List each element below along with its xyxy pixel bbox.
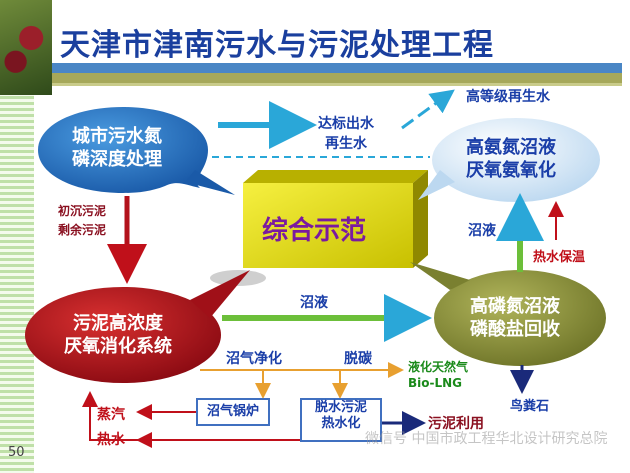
high-grade-water-label: 高等级再生水 <box>466 89 550 105</box>
center-box-label: 综合示范 <box>262 216 367 246</box>
primary-sludge-line2: 剩余污泥 <box>58 223 107 238</box>
digestion-label: 污泥高浓度 厌氧消化系统 <box>64 312 172 359</box>
title-underline-olive-thin <box>52 83 622 86</box>
biogas-purification-label: 沼气净化 <box>226 351 282 367</box>
watermark: 微信号 中国市政工程华北设计研究总院 <box>365 431 608 447</box>
lng-line1: 液化天然气 <box>408 360 469 374</box>
dewatering-line2: 热水化 <box>321 416 361 432</box>
reclaimed-water-line1: 达标出水 <box>318 116 374 132</box>
lng-line2: Bio-LNG <box>408 376 463 391</box>
anammox-label: 高氨氮沼液 厌氧氨氧化 <box>466 136 556 183</box>
hot-water-insulation-label: 热水保温 <box>533 250 586 265</box>
biogas-slurry-label-2: 沼液 <box>468 223 496 239</box>
bubble-digestion <box>25 270 250 383</box>
urban-wastewater-label: 城市污水氮 磷深度处理 <box>72 125 162 172</box>
decarbonization-label: 脱碳 <box>344 351 372 367</box>
digestion-line1: 污泥高浓度 <box>73 313 163 334</box>
primary-sludge-line1: 初沉污泥 <box>58 204 107 218</box>
reclaimed-water-line2: 再生水 <box>325 136 367 152</box>
struvite-label: 鸟粪石 <box>510 399 550 414</box>
phosphate-line2: 磷酸盐回收 <box>470 319 560 341</box>
berry-photo <box>0 0 52 95</box>
phosphate-line1: 高磷氮沼液 <box>470 296 560 317</box>
arrow-high-grade-water <box>401 89 455 130</box>
bubble-urban-wastewater <box>38 107 235 195</box>
steam-label: 蒸汽 <box>97 407 125 423</box>
hot-water-label: 热水 <box>97 432 125 448</box>
urban-wastewater-line1: 城市污水氮 <box>72 126 162 147</box>
title-underline-olive <box>52 73 622 83</box>
anammox-line2: 厌氧氨氧化 <box>466 160 556 182</box>
title-underline-blue <box>52 63 622 73</box>
bubble-anammox <box>418 118 600 202</box>
anammox-line1: 高氨氮沼液 <box>466 137 556 158</box>
lng-label: 液化天然气 Bio-LNG <box>408 359 468 391</box>
biogas-boiler-box: 沼气锅炉 <box>196 398 270 426</box>
phosphate-label: 高磷氮沼液 磷酸盐回收 <box>470 295 560 342</box>
bubble-phosphate <box>410 262 606 366</box>
biogas-slurry-label-1: 沼液 <box>300 295 328 311</box>
reclaimed-water-label: 达标出水 再生水 <box>318 113 374 153</box>
dewatering-line1: 脱水污泥 <box>314 400 367 415</box>
primary-sludge-label: 初沉污泥 剩余污泥 <box>58 202 106 240</box>
page-number: 50 <box>8 445 25 460</box>
digestion-line2: 厌氧消化系统 <box>64 336 172 358</box>
dewatering-box: 脱水污泥 热水化 <box>300 398 382 442</box>
sludge-use-label: 污泥利用 <box>428 416 484 432</box>
urban-wastewater-line2: 磷深度处理 <box>72 149 162 171</box>
slide-title: 天津市津南污水与污泥处理工程 <box>60 28 494 63</box>
